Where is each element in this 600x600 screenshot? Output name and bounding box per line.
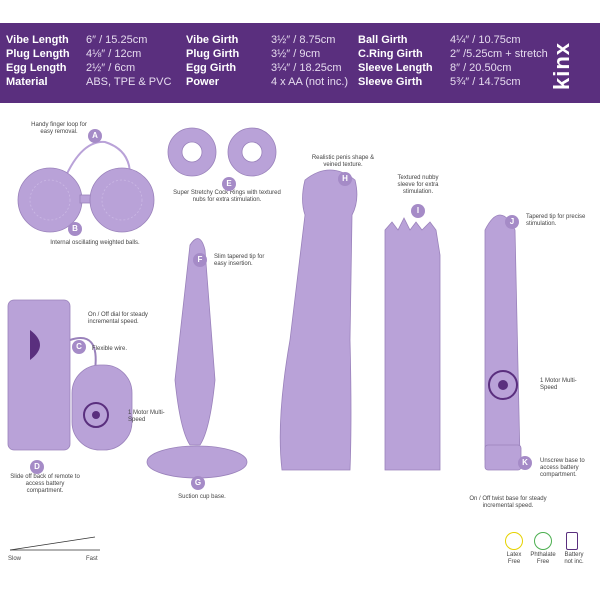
speed-fast-label: Fast (86, 556, 98, 562)
badge-e: E (222, 177, 236, 191)
badge-g: G (191, 476, 205, 490)
callout-b: Internal oscillating weighted balls. (50, 240, 140, 246)
spec-col-1: Vibe Length 6″ / 15.25cm Plug Length 4⅛″ /… (6, 33, 171, 89)
speed-scale (9, 536, 100, 551)
spec-key: Plug Length (6, 48, 70, 60)
phthalate-free-icon (534, 532, 552, 550)
callout-g: Suction cup base. (178, 494, 226, 500)
callout-motor-egg: 1 Motor Multi-Speed (128, 410, 165, 423)
spec-value: ABS, TPE & PVC (86, 76, 172, 88)
vibrator (484, 214, 522, 471)
spec-key: Material (6, 76, 48, 88)
callout-onoff-twist: On / Off twist base for steady increment… (469, 496, 547, 509)
callout-j: Tapered tip for precise stimulation. (526, 214, 586, 227)
spec-value: 4¼″ / 10.75cm (450, 34, 521, 46)
callout-f: Slim tapered tip for easy insertion. (214, 254, 265, 267)
spec-col-2: Vibe Girth 3½″ / 8.75cm Plug Girth 3½″ / 9… (186, 33, 348, 89)
spec-value: 6″ / 15.25cm (86, 34, 148, 46)
cock-rings (167, 127, 277, 177)
battery-not-inc-label: Battery not inc. (564, 552, 584, 565)
spec-key: Power (186, 76, 220, 88)
spec-value: 3½″ / 9cm (271, 48, 321, 60)
spec-key: Sleeve Length (358, 62, 433, 74)
spec-value: 4 x AA (not inc.) (271, 76, 349, 88)
spec-key: Vibe Girth (186, 34, 239, 46)
spec-key: Egg Girth (186, 62, 237, 74)
spec-key: Plug Girth (186, 48, 240, 60)
dildo (279, 169, 358, 471)
callout-e: Super Stretchy Cock Rings with textured … (173, 190, 281, 203)
remote-and-egg (7, 299, 133, 451)
callout-motor-vibe: 1 Motor Multi-Speed (540, 378, 577, 391)
textured-sleeve (384, 217, 441, 471)
badge-c: C (72, 340, 86, 354)
callout-k: Unscrew base to access battery compartme… (540, 458, 585, 478)
badge-f: F (193, 253, 207, 267)
spec-value: 2½″ / 6cm (86, 62, 136, 74)
callout-d: Slide off back of remote to access batte… (10, 474, 80, 494)
spec-col-3: Ball Girth 4¼″ / 10.75cm C.Ring Girth 2″ /… (358, 33, 548, 89)
latex-free-icon (505, 532, 523, 550)
spec-header: Vibe Length 6″ / 15.25cm Plug Length 4⅛″ /… (0, 23, 600, 103)
spec-key: Vibe Length (6, 34, 69, 46)
spec-key: C.Ring Girth (358, 48, 423, 60)
speed-slow-label: Slow (8, 556, 22, 562)
spec-value: 3¼″ / 18.25cm (271, 62, 342, 74)
latex-free-label: Latex Free (506, 552, 522, 565)
badge-k: K (518, 456, 532, 470)
spec-value: 8″ / 20.50cm (450, 62, 512, 74)
badge-d: D (30, 460, 44, 474)
spec-key: Egg Length (6, 62, 67, 74)
spec-value: 3½″ / 8.75cm (271, 34, 336, 46)
battery-icon (566, 532, 578, 550)
callout-h: Realistic penis shape & veined texture. (311, 155, 375, 168)
callout-c: Flexible wire. (92, 346, 128, 352)
callout-i: Textured nubby sleeve for extra stimulat… (397, 175, 439, 195)
spec-value: 5¾″ / 14.75cm (450, 76, 521, 88)
spec-key: Sleeve Girth (358, 76, 423, 88)
butt-plug (146, 238, 248, 479)
callout-a: Handy finger loop for easy removal. (31, 122, 87, 135)
spec-value: 2″ /5.25cm + stretch (450, 48, 548, 60)
badge-b: B (68, 222, 82, 236)
love-balls (17, 140, 155, 233)
badge-i: I (411, 204, 425, 218)
spec-value: 4⅛″ / 12cm (86, 48, 142, 60)
badge-h: H (338, 172, 352, 186)
badge-a: A (88, 129, 102, 143)
phthalate-free-label: Phthalate Free (530, 552, 556, 565)
badge-j: J (505, 215, 519, 229)
callout-onoff-dial: On / Off dial for steady incremental spe… (88, 312, 148, 325)
spec-key: Ball Girth (358, 34, 408, 46)
